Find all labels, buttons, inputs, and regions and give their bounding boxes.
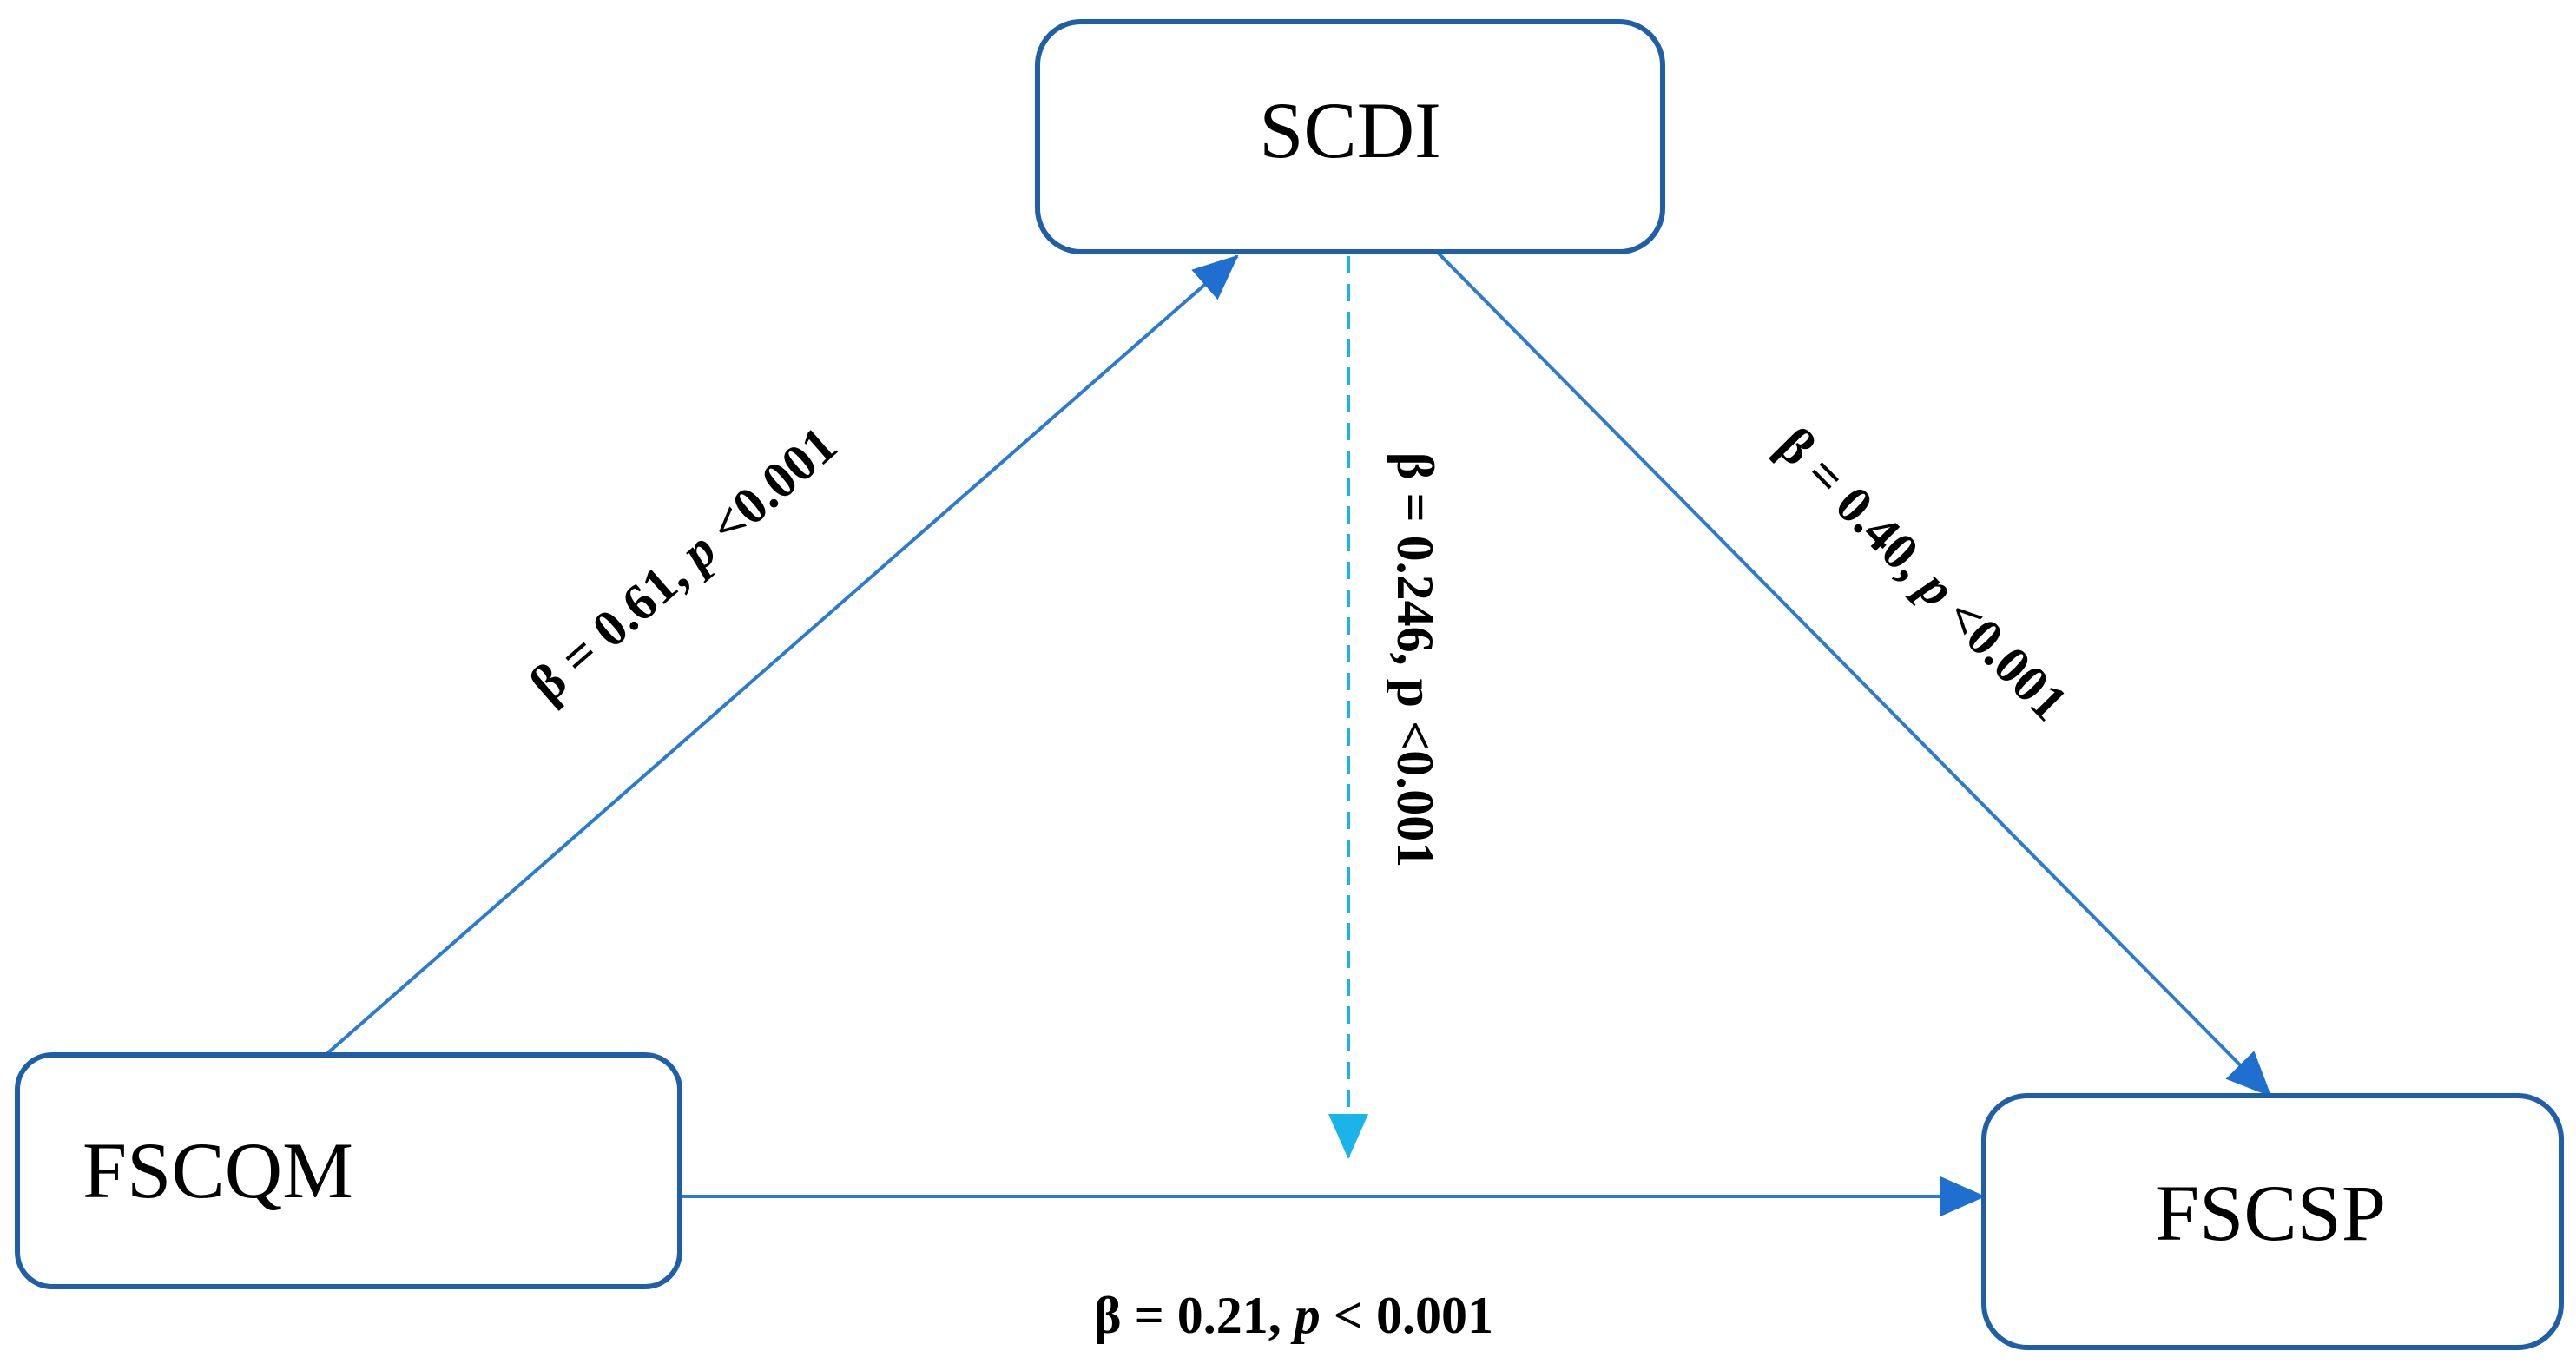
node-fscqm: FSCQM [15, 1052, 682, 1289]
arrow-fscqm-to-scdi [324, 254, 1239, 1057]
node-fscsp: FSCSP [1981, 1093, 2564, 1350]
arrow-scdi-to-fscsp [1435, 250, 2272, 1097]
edge-label-scdi-to-direct: β = 0.246, p <0.001 [1387, 452, 1444, 867]
node-fscqm-label: FSCQM [82, 1126, 353, 1215]
edge-label-scdi-to-fscsp: β = 0.40, p <0.001 [1767, 416, 2079, 731]
edge-label-fscqm-to-scdi: β = 0.61, p <0.001 [519, 416, 847, 714]
node-fscsp-label: FSCSP [2155, 1169, 2386, 1257]
edge-label-fscqm-to-fscsp: β = 0.21, p < 0.001 [1094, 1287, 1493, 1344]
node-scdi-label: SCDI [1259, 86, 1441, 175]
node-scdi: SCDI [1035, 19, 1665, 254]
